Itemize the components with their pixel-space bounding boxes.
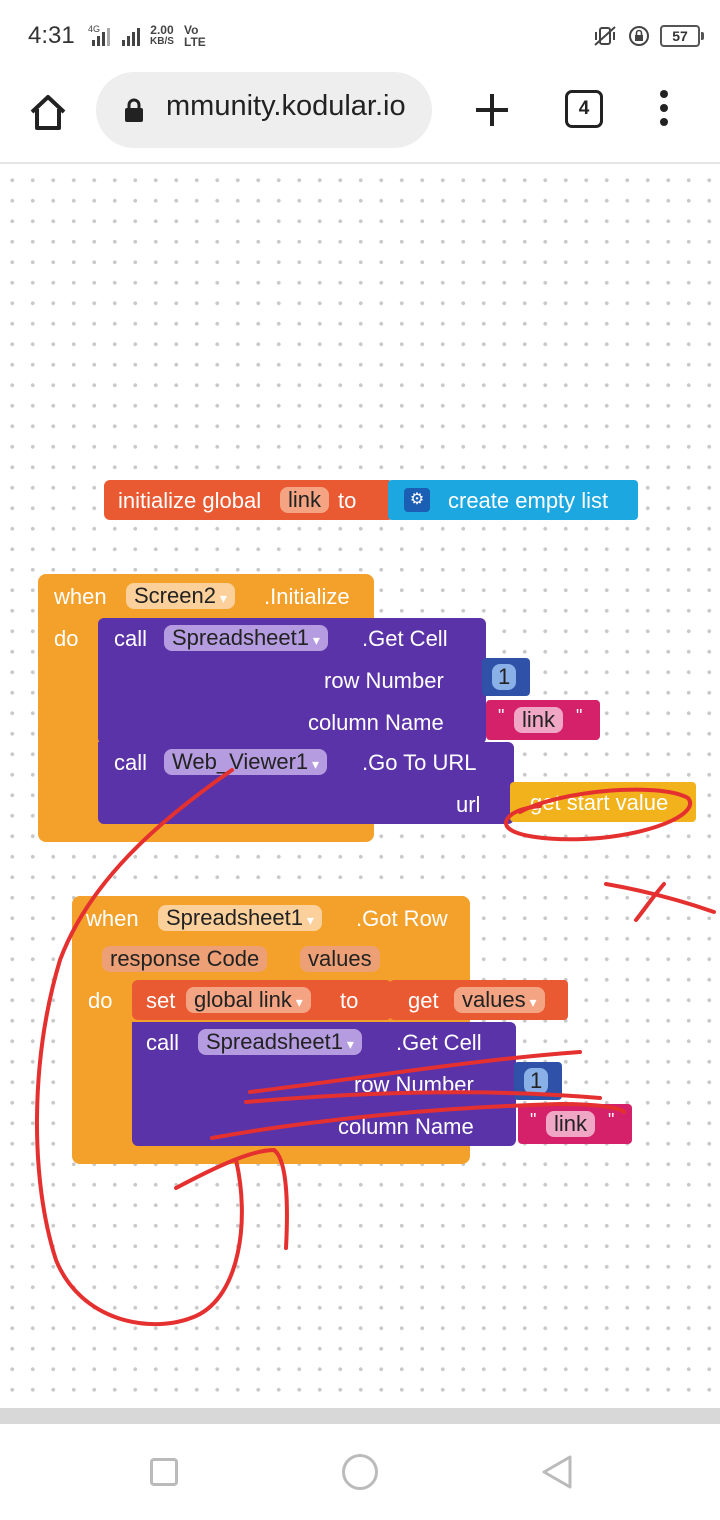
set-var-name: global link [186, 987, 311, 1013]
set-label: set [146, 988, 176, 1013]
go-to-url-component: Web_Viewer1 [164, 749, 328, 775]
screen-init-component: Screen2 [126, 583, 235, 609]
lock-icon [125, 98, 143, 122]
text-link-2-value: link [546, 1111, 596, 1137]
more-menu-icon[interactable] [650, 86, 678, 136]
speed-unit: KB/S [150, 36, 174, 47]
status-bar: 4:31 4G 2.00 KB/S Vo LTE 57 [0, 0, 720, 72]
tab-switcher-button[interactable]: 4 [565, 90, 603, 128]
vibrate-icon [594, 26, 616, 46]
bottom-divider [0, 1408, 720, 1424]
volte-line2: LTE [184, 35, 206, 49]
row-number-block-1: 1 [482, 658, 530, 696]
system-nav-bar [0, 1424, 720, 1520]
get-var: values [454, 987, 545, 1013]
row-number-2-value: 1 [524, 1068, 549, 1094]
text-link-1-value: link [514, 707, 564, 733]
blocks-image: initialize global link to ⚙ create empty… [0, 166, 720, 1410]
get-cell-block-1: call Spreadsheet1 .Get Cell row Number c… [98, 618, 486, 744]
init-keyword: initialize global [118, 488, 262, 513]
speed-value: 2.00 [150, 23, 174, 37]
url-bar[interactable]: mmunity.kodular.io [96, 72, 432, 148]
status-right-icons: 57 [592, 24, 704, 48]
status-time: 4:31 [28, 22, 75, 49]
quote-open-1: " [498, 706, 505, 726]
get-label: get [408, 988, 439, 1013]
screen-init-do: do [54, 626, 79, 651]
text-link-block-1: " link " [486, 700, 600, 740]
got-row-event: .Got Row [356, 906, 448, 931]
url-text[interactable]: mmunity.kodular.io [166, 90, 406, 122]
get-start-value-block: get start value [510, 782, 696, 822]
browser-toolbar: mmunity.kodular.io 4 [0, 72, 720, 164]
home-icon[interactable] [26, 90, 70, 134]
row-number-block-2: 1 [514, 1062, 562, 1100]
network-type: 4G [88, 24, 101, 34]
init-global-block: initialize global link to [104, 480, 394, 520]
quote-close-1: " [576, 706, 583, 726]
get-cell-block-2: call Spreadsheet1 .Get Cell row Number c… [132, 1022, 516, 1146]
go-to-url-method: .Go To URL [362, 750, 477, 775]
go-to-url-block: call Web_Viewer1 .Go To URL url [98, 742, 514, 824]
rotation-lock-icon [629, 26, 649, 46]
quote-open-2: " [530, 1110, 537, 1130]
got-row-component: Spreadsheet1 [158, 905, 322, 931]
got-row-when: when [86, 906, 139, 931]
get-cell-2-method: .Get Cell [396, 1030, 482, 1055]
get-cell-1-col-param: column Name [308, 710, 444, 735]
get-cell-1-call: call [114, 626, 148, 651]
network-speed: 2.00 KB/S [150, 24, 174, 48]
set-global-block: set global link to [132, 980, 392, 1020]
set-to-label: to [340, 988, 359, 1013]
back-triangle-icon[interactable] [540, 1454, 574, 1490]
create-empty-list-label: create empty list [448, 488, 609, 513]
get-cell-1-row-param: row Number [324, 668, 444, 693]
got-row-param-response: response Code [102, 946, 268, 972]
create-empty-list-block: ⚙ create empty list [388, 480, 638, 520]
recent-apps-icon[interactable] [150, 1458, 178, 1486]
quote-close-2: " [608, 1110, 615, 1130]
get-cell-2-col-param: column Name [338, 1114, 474, 1139]
screen-init-event: .Initialize [264, 584, 350, 609]
get-start-value-label: get start value [530, 790, 669, 815]
signal-icon-2 [122, 28, 140, 46]
home-circle-icon[interactable] [342, 1454, 378, 1490]
get-cell-2-component: Spreadsheet1 [198, 1029, 362, 1055]
get-cell-1-component: Spreadsheet1 [164, 625, 328, 651]
row-number-1-value: 1 [492, 664, 517, 690]
go-to-url-param: url [456, 792, 481, 817]
get-values-block: get values [390, 980, 568, 1020]
battery-icon: 57 [660, 25, 704, 47]
get-cell-2-call: call [146, 1030, 180, 1055]
go-to-url-call: call [114, 750, 148, 775]
init-to-label: to [338, 488, 357, 513]
screen-init-when: when [54, 584, 107, 609]
signal-icon [92, 28, 110, 46]
new-tab-plus-icon[interactable] [470, 88, 514, 132]
volte-line1: Vo [184, 23, 199, 37]
text-link-block-2: " link " [518, 1104, 632, 1144]
init-var-name: link [280, 487, 330, 513]
got-row-param-values: values [300, 946, 380, 972]
volte-indicator: Vo LTE [184, 24, 206, 48]
gear-icon: ⚙ [404, 488, 430, 512]
get-cell-2-row-param: row Number [354, 1072, 474, 1097]
got-row-do: do [88, 988, 113, 1013]
get-cell-1-method: .Get Cell [362, 626, 448, 651]
